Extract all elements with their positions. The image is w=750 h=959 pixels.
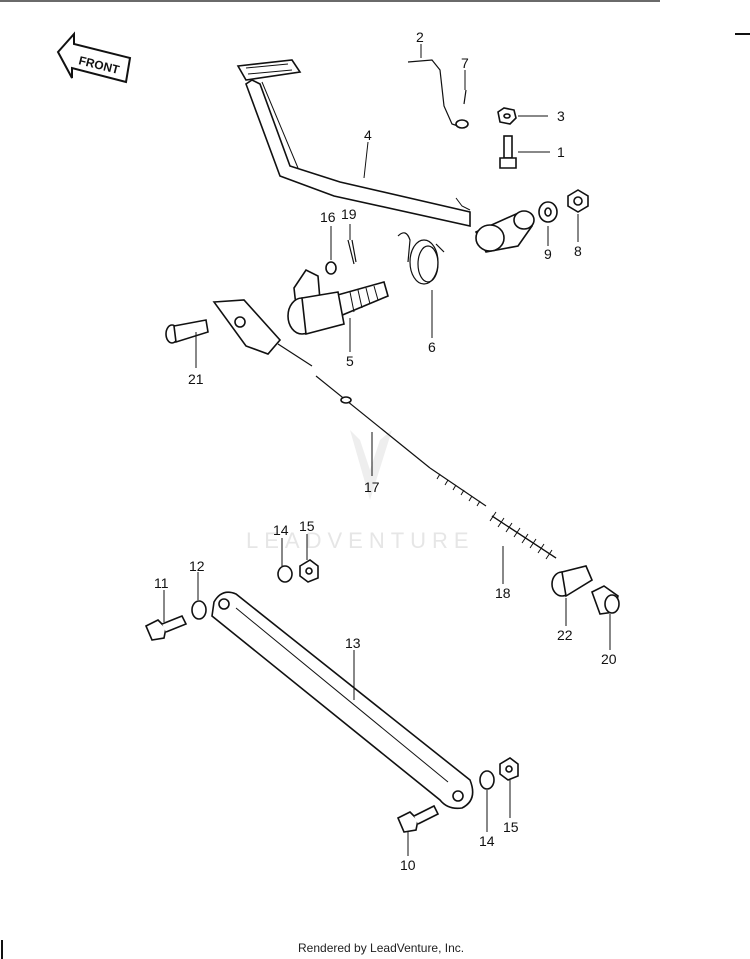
adjusting-nut-20 [591,585,620,615]
rod-spring-18 [489,511,557,560]
washer-16 [325,261,337,275]
footer-credit: Rendered by LeadVenture, Inc. [298,941,464,955]
washer-14-upper [277,565,293,583]
nut-3 [497,107,517,125]
nut-8 [567,189,589,213]
brake-rod-17 [212,299,487,507]
watermark: LEADVENTURE [246,430,475,553]
callout-10: 10 [400,857,416,873]
brake-shaft [287,268,389,336]
leader-lines [163,44,611,856]
return-spring [397,232,445,285]
front-arrow-icon: FRONT [56,31,132,84]
svg-text:LEADVENTURE: LEADVENTURE [246,528,475,553]
callout-2: 2 [416,29,424,45]
callout-1: 1 [557,144,565,160]
callout-3: 3 [557,108,565,124]
callout-8: 8 [574,243,582,259]
callout-14-upper: 14 [273,522,289,538]
callout-22: 22 [557,627,573,643]
callout-7: 7 [461,55,469,71]
bolt-1 [499,135,517,169]
cotter-pin-small [463,89,467,105]
callout-20: 20 [601,651,617,667]
trunnion-22 [551,565,594,598]
washer-12 [191,600,207,620]
washer-9-hole [544,207,552,217]
callout-5: 5 [346,353,354,369]
callout-15-lower: 15 [503,819,519,835]
callout-labels: 2 7 3 1 4 9 8 16 19 6 5 21 17 18 22 20 1… [154,29,617,873]
callout-15-upper: 15 [299,518,315,534]
callout-9: 9 [544,246,552,262]
callout-13: 13 [345,635,361,651]
bolt-10 [396,804,440,833]
bolt-11 [144,614,188,641]
callout-17: 17 [364,479,380,495]
callout-11: 11 [154,575,169,591]
cotter-pin-19 [347,239,357,265]
callout-21: 21 [188,371,204,387]
callout-14-lower: 14 [479,833,495,849]
callout-18: 18 [495,585,511,601]
torque-link-13 [211,591,474,810]
nut-15-upper [299,559,319,583]
callout-4: 4 [364,127,372,143]
nut-15-lower [499,757,519,781]
washer-14-lower [479,770,495,790]
callout-6: 6 [428,339,436,355]
callout-19: 19 [341,206,357,222]
callout-16: 16 [320,209,336,225]
brake-pedal [236,59,535,253]
pedal-stop-rod [407,59,469,129]
callout-12: 12 [189,558,205,574]
clevis-pin-21 [165,319,209,344]
